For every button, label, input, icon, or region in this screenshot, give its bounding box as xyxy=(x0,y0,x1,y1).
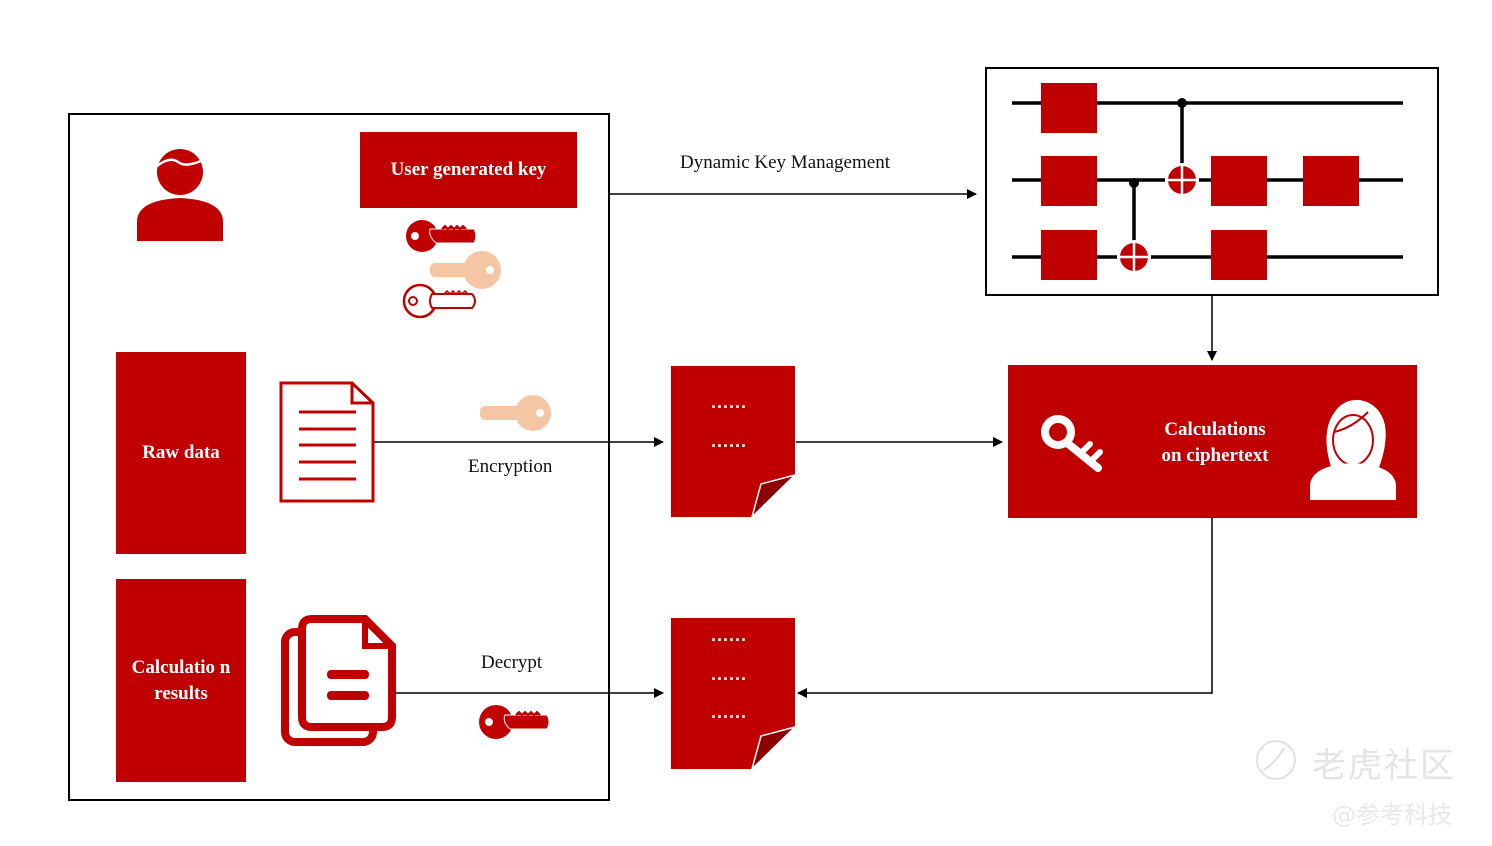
cipher-line: ...... xyxy=(711,431,748,451)
gate xyxy=(1211,156,1267,206)
decrypt-label: Decrypt xyxy=(481,652,543,673)
skeleton-key-icon xyxy=(1041,415,1103,472)
key-red-decrypt-icon xyxy=(479,705,550,739)
cnot-target-icon xyxy=(1117,240,1151,274)
user-generated-key-label: User generated key xyxy=(390,159,547,180)
cipher-line: ...... xyxy=(711,392,748,412)
gate xyxy=(1303,156,1359,206)
encryption-label: Encryption xyxy=(468,456,553,477)
key-outline-icon xyxy=(402,283,476,319)
server-return-arrow xyxy=(797,518,1213,698)
key-peach-encryption-icon xyxy=(480,395,551,431)
gate xyxy=(1211,230,1267,280)
result-line: ...... xyxy=(711,664,748,684)
calculation-results-box: Calculatio n results xyxy=(116,579,246,782)
decrypted-document xyxy=(671,618,798,772)
server-label-line2: on ciphertext xyxy=(1161,445,1269,466)
server-label-line1: Calculations xyxy=(1164,419,1266,440)
user-panel-frame xyxy=(68,113,610,801)
quantum-circuit xyxy=(1012,83,1403,280)
cnot-control-dot xyxy=(1129,178,1139,188)
encrypted-document xyxy=(671,366,798,520)
key-peach-icon xyxy=(430,251,501,289)
cnot-control-dot xyxy=(1177,98,1187,108)
server-label: Calculations on ciphertext xyxy=(1130,417,1300,469)
key-red-icon xyxy=(406,220,477,252)
watermark-title: 老虎社区 xyxy=(1312,746,1456,786)
document-icon xyxy=(279,381,375,503)
result-line: ...... xyxy=(711,702,748,722)
user-icon xyxy=(137,149,223,241)
user-generated-key-box: User generated key xyxy=(360,132,577,208)
watermark-subtitle: @参考科技 xyxy=(1332,801,1452,829)
dynamic-key-management-label: Dynamic Key Management xyxy=(680,152,890,173)
gate xyxy=(1041,83,1097,133)
calculation-results-label: Calculatio n results xyxy=(131,656,231,704)
cnot-target-icon xyxy=(1165,163,1199,197)
raw-data-label: Raw data xyxy=(142,442,220,463)
documents-copy-icon xyxy=(281,615,396,746)
gate xyxy=(1041,156,1097,206)
gate xyxy=(1041,230,1097,280)
result-line: ...... xyxy=(711,625,748,645)
raw-data-box: Raw data xyxy=(116,352,246,554)
watermark-logo-icon xyxy=(1256,740,1296,780)
woman-user-icon xyxy=(1310,399,1396,500)
